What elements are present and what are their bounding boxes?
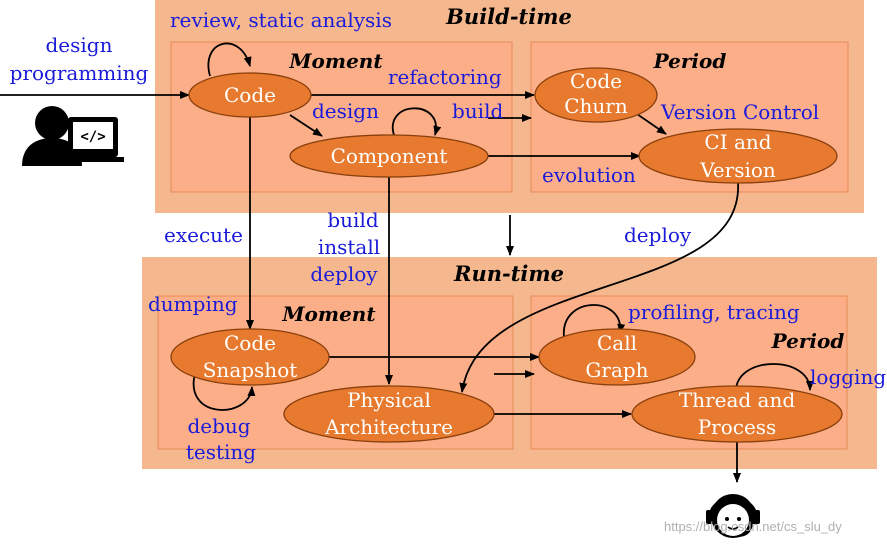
run-moment-title: Moment	[281, 302, 376, 326]
svg-text:Code: Code	[224, 331, 276, 355]
node-physical-architecture: Physical Architecture	[283, 385, 495, 443]
label-refactoring: refactoring	[388, 65, 502, 89]
label-build: build	[452, 99, 503, 123]
label-logging: logging	[810, 365, 886, 389]
svg-text:Code: Code	[570, 69, 622, 93]
node-component: Component	[289, 134, 489, 178]
edge-churn-to-ci	[636, 113, 667, 135]
node-ci-and-version: CI and Version	[638, 128, 838, 184]
watermark-text: https://blog.csdn.net/cs_slu_dy	[664, 519, 842, 534]
operator-headset-icon	[706, 494, 760, 538]
svg-text:Architecture: Architecture	[324, 415, 453, 439]
svg-text:Component: Component	[331, 144, 448, 168]
label-dumping: dumping	[148, 292, 238, 316]
label-deploy-right: deploy	[624, 223, 692, 247]
edges	[0, 42, 814, 483]
node-call-graph: Call Graph	[538, 328, 696, 386]
edge-component-self-loop	[391, 107, 442, 139]
label-debug: debug	[187, 414, 250, 438]
developer-icon: </>	[22, 106, 124, 166]
label-deploy-left: deploy	[310, 262, 378, 286]
svg-text:Call: Call	[597, 331, 637, 355]
label-execute: execute	[164, 223, 243, 247]
node-code-snapshot: Code Snapshot	[170, 328, 330, 386]
build-time-title: Build-time	[445, 4, 572, 29]
label-version-control: Version Control	[660, 100, 819, 124]
svg-text:Churn: Churn	[564, 94, 628, 118]
label-testing: testing	[186, 440, 256, 464]
label-evolution: evolution	[542, 163, 636, 187]
run-period-title: Period	[771, 329, 845, 353]
svg-text:</>: </>	[80, 129, 105, 145]
svg-text:Process: Process	[698, 415, 777, 439]
node-code: Code	[188, 72, 312, 118]
svg-text:Graph: Graph	[585, 358, 648, 382]
label-design-line1: design	[46, 33, 113, 57]
edge-callgraph-self-loop	[563, 304, 626, 338]
label-profiling: profiling, tracing	[628, 300, 800, 324]
label-build2: build	[327, 208, 378, 232]
build-period-title: Period	[653, 49, 727, 73]
svg-text:Thread and: Thread and	[679, 388, 796, 412]
edge-ci-to-physical	[459, 181, 739, 393]
build-moment-title: Moment	[288, 49, 383, 73]
edge-snapshot-self-loop	[192, 369, 256, 411]
edge-thread-self-loop	[735, 363, 814, 393]
svg-text:Code: Code	[224, 83, 276, 107]
svg-text:Physical: Physical	[347, 388, 431, 412]
edge-code-self-loop	[207, 42, 252, 77]
node-code-churn: Code Churn	[534, 67, 658, 123]
label-install: install	[318, 235, 380, 259]
svg-text:CI and: CI and	[704, 130, 771, 154]
run-time-title: Run-time	[453, 261, 564, 286]
label-programming-line2: programming	[10, 61, 149, 85]
edge-code-to-component	[289, 114, 323, 137]
label-design: design	[312, 99, 379, 123]
label-review: review, static analysis	[170, 8, 392, 32]
node-thread-and-process: Thread and Process	[631, 385, 843, 443]
svg-text:Version: Version	[699, 158, 776, 182]
svg-text:Snapshot: Snapshot	[203, 358, 298, 382]
